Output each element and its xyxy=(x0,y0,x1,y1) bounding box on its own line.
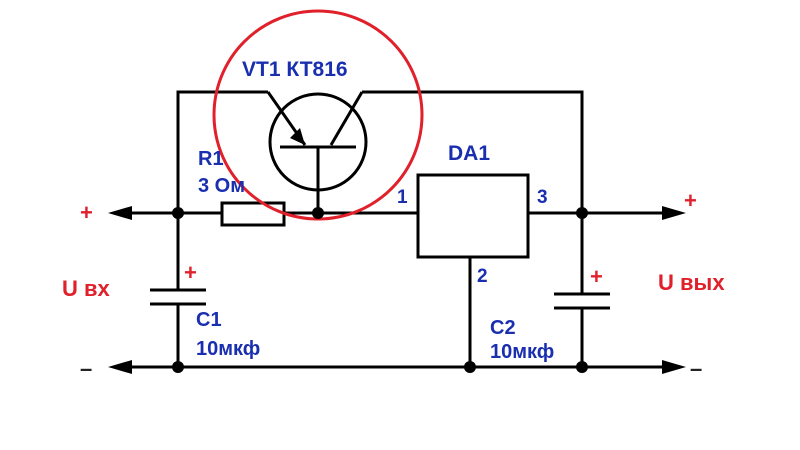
cap-in-polarity: + xyxy=(184,260,197,285)
cap-out-designator: C2 xyxy=(490,317,516,339)
regulator-pin-out: 3 xyxy=(537,187,548,208)
output-plus-arrow xyxy=(662,206,686,220)
input-minus-label: – xyxy=(80,356,92,381)
junction-dot xyxy=(576,207,588,219)
resistor-value: 3 Ом xyxy=(198,175,245,197)
cap-out-value: 10мкф xyxy=(490,341,554,363)
cap-out-polarity: + xyxy=(590,264,603,289)
transistor-label: VT1 КТ816 xyxy=(242,58,348,81)
cap-in-designator: C1 xyxy=(196,309,222,331)
transistor-circle xyxy=(268,92,368,192)
junction-dot xyxy=(172,207,184,219)
regulator-da1 xyxy=(416,173,530,259)
resistor-designator: R1 xyxy=(198,148,224,170)
regulator-pin-in: 1 xyxy=(397,187,408,208)
output-label: U вых xyxy=(658,270,725,295)
junction-dot xyxy=(312,207,324,219)
input-plus-label: + xyxy=(80,200,93,225)
cap-in-value: 10мкф xyxy=(196,338,260,360)
regulator-pin-gnd: 2 xyxy=(477,266,488,287)
junction-dot xyxy=(172,361,184,373)
input-minus-arrow xyxy=(108,360,132,374)
output-minus-label: – xyxy=(690,356,702,381)
output-plus-label: + xyxy=(684,188,697,213)
transistor-emitter-arrow xyxy=(290,128,305,145)
input-plus-arrow xyxy=(108,206,132,220)
junction-dot xyxy=(576,361,588,373)
output-minus-arrow xyxy=(662,360,686,374)
regulator-designator: DA1 xyxy=(448,142,490,165)
top-wire xyxy=(176,90,268,213)
resistor-r1 xyxy=(220,201,286,227)
input-label: U вх xyxy=(62,276,111,301)
top-wire-right xyxy=(362,90,584,213)
transistor-collector xyxy=(329,91,364,146)
junction-dot xyxy=(464,361,476,373)
